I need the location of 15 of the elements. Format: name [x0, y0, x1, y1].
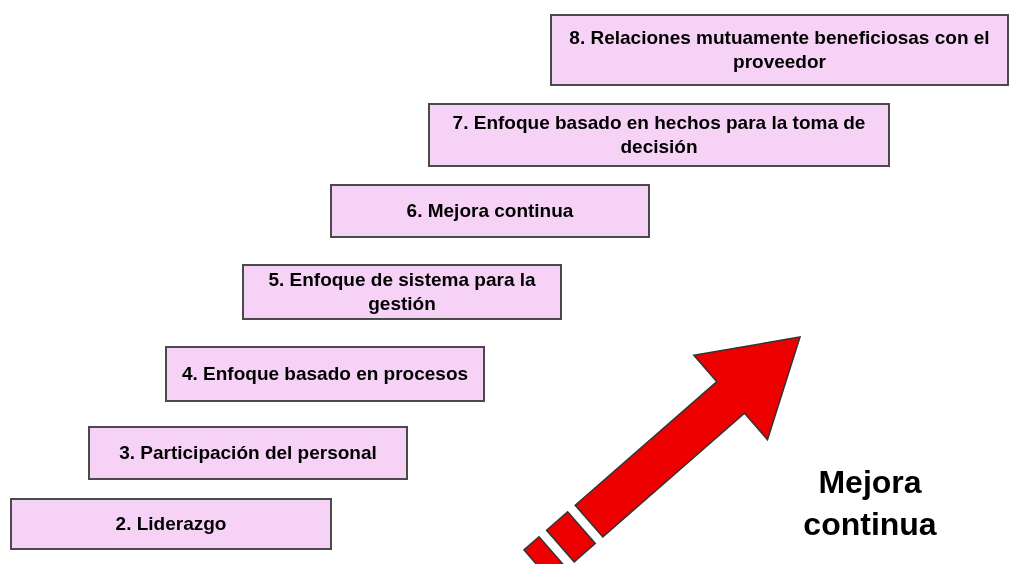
step-box	[10, 498, 332, 550]
step-text: 4. Enfoque basado en procesos	[181, 362, 469, 386]
step-box	[550, 14, 1009, 86]
step-text: 3. Participación del personal	[119, 441, 377, 465]
step-box	[165, 346, 485, 402]
step-text: 6. Mejora continua	[406, 199, 574, 223]
step-box	[330, 184, 650, 238]
step-text: 8. Relaciones mutuamente beneficiosas con el proveedor	[568, 26, 991, 74]
step-box	[242, 264, 562, 320]
step-text: 2. Liderazgo	[115, 512, 227, 536]
arrow-caption: Mejora continua	[802, 463, 938, 544]
step-text: 7. Enfoque basado en hechos para la toma de decisión	[451, 111, 867, 159]
step-box	[428, 103, 890, 167]
step-text: 5. Enfoque de sistema para la gestión	[267, 268, 537, 316]
step-box	[88, 426, 408, 480]
